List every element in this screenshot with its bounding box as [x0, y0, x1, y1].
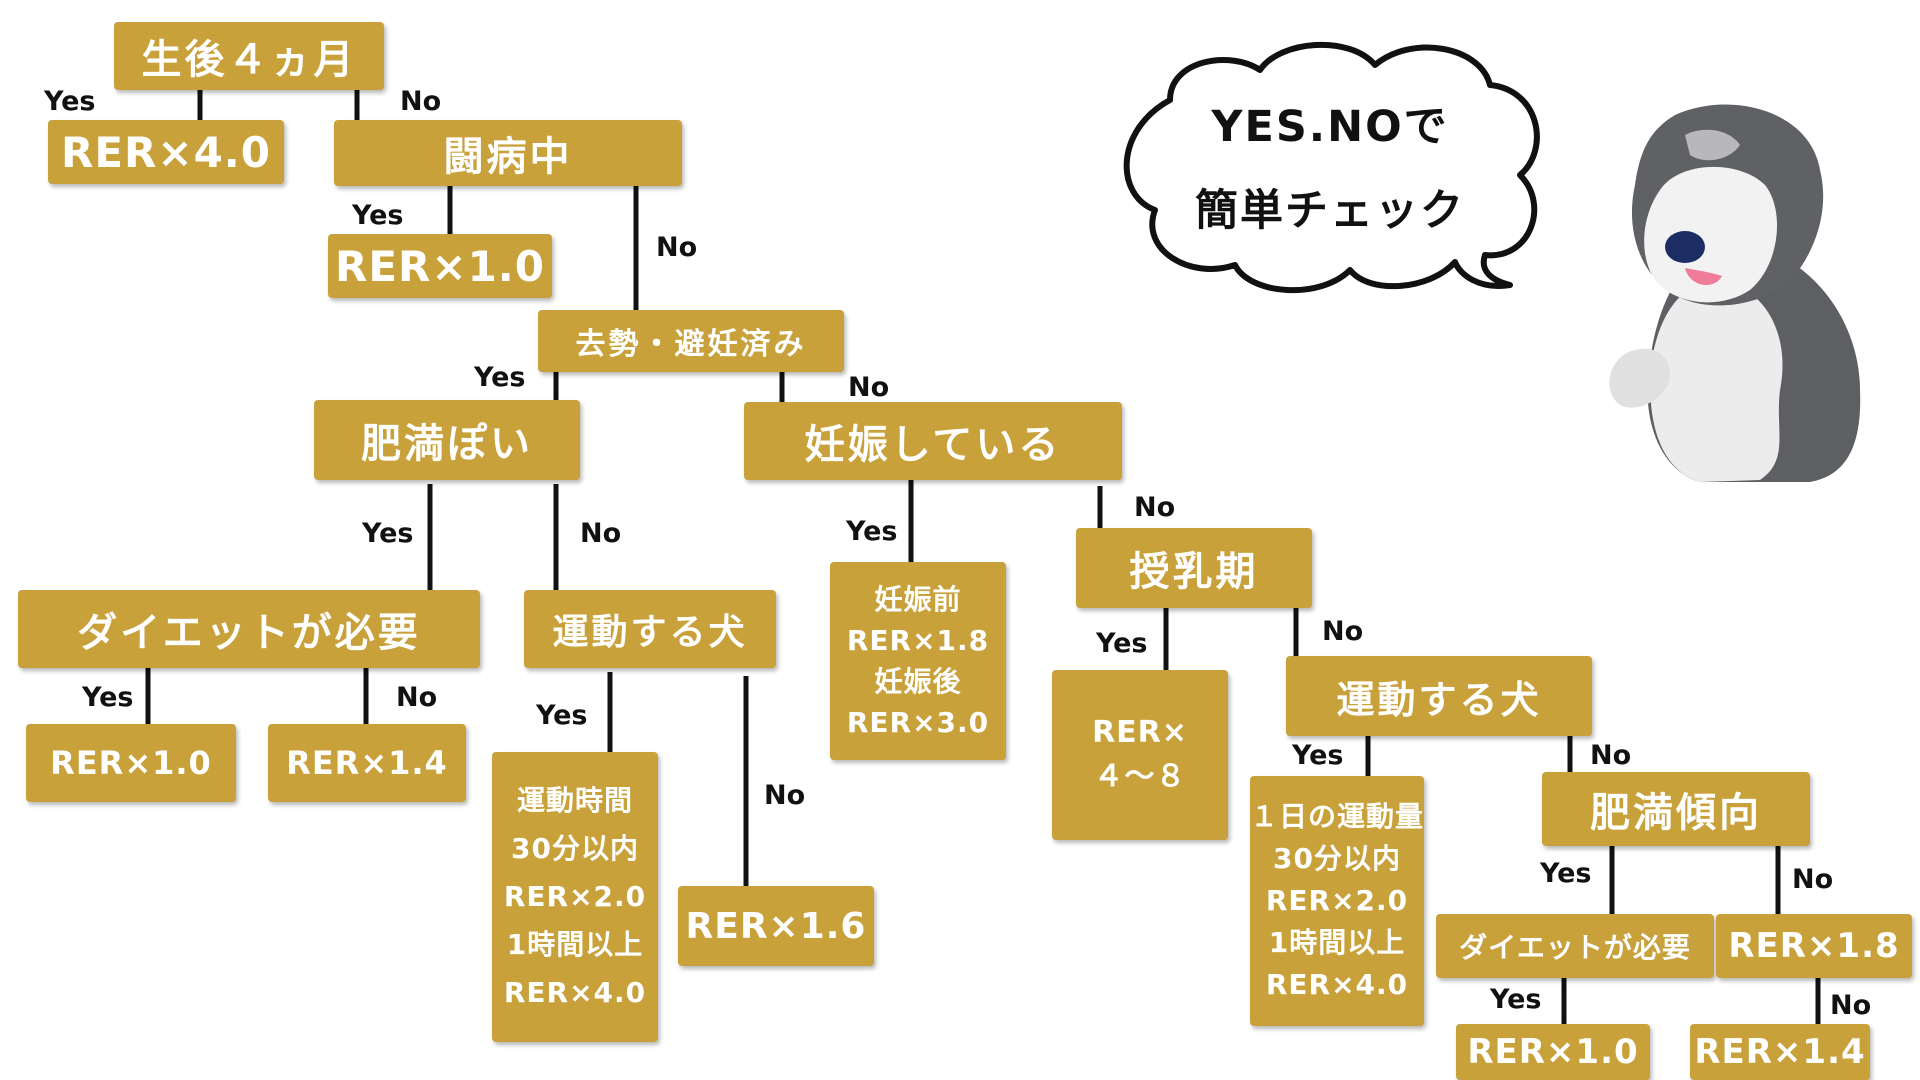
label-exercise-yes: Yes [536, 700, 588, 731]
label-lactating-no: No [1322, 616, 1364, 647]
node-illness: 闘病中 [334, 120, 682, 186]
node-diet-needed: ダイエットが必要 [18, 590, 480, 668]
node-diet-2-yes-result: RER×1.0 [1456, 1024, 1650, 1080]
node-diet-no-result: RER×1.4 [268, 724, 466, 802]
label-neutered-yes: Yes [474, 362, 526, 393]
label-diet-no: No [396, 682, 438, 713]
label-pregnant-yes: Yes [846, 516, 898, 547]
node-exercise-2: 運動する犬 [1286, 656, 1592, 736]
node-obese: 肥満ぽい [314, 400, 580, 480]
label-obesity-no-no: No [1830, 990, 1872, 1021]
node-obesity-tendency: 肥満傾向 [1542, 772, 1810, 846]
label-exercise-2-yes: Yes [1292, 740, 1344, 771]
label-diet-yes: Yes [82, 682, 134, 713]
node-exercise: 運動する犬 [524, 590, 776, 668]
node-pregnant: 妊娠している [744, 402, 1122, 480]
node-lactating-yes-result: RER× ４～８ [1052, 670, 1228, 840]
node-pregnant-yes-result: 妊娠前 RER×1.8 妊娠後 RER×3.0 [830, 562, 1006, 760]
node-obesity-no-no-result: RER×1.4 [1690, 1024, 1870, 1080]
node-diet-yes-result: RER×1.0 [26, 724, 236, 802]
label-obese-yes: Yes [362, 518, 414, 549]
label-illness-no: No [656, 232, 698, 263]
label-age-no: No [400, 86, 442, 117]
label-obese-no: No [580, 518, 622, 549]
node-diet-needed-2: ダイエットが必要 [1436, 914, 1714, 978]
node-lactating: 授乳期 [1076, 528, 1312, 608]
node-age-4-months: 生後４ヵ月 [114, 22, 384, 90]
label-pregnant-no: No [1134, 492, 1176, 523]
node-exercise-2-yes-result: １日の運動量 30分以内 RER×2.0 1時間以上 RER×4.0 [1250, 776, 1424, 1026]
label-exercise-2-no: No [1590, 740, 1632, 771]
label-exercise-no: No [764, 780, 806, 811]
label-diet-2-yes: Yes [1490, 984, 1542, 1015]
speech-bubble [1123, 41, 1540, 294]
bubble-line-1: YES.NOで [1211, 102, 1449, 152]
bubble-line-2: 簡単チェック [1195, 186, 1465, 236]
node-obesity-no-result: RER×1.8 [1716, 914, 1912, 978]
label-lactating-yes: Yes [1096, 628, 1148, 659]
node-exercise-no-result: RER×1.6 [678, 886, 874, 966]
node-illness-yes-result: RER×1.0 [328, 234, 552, 298]
node-neutered: 去勢・避妊済み [538, 310, 844, 372]
label-obesity-no: No [1792, 864, 1834, 895]
sheepdog-illustration [1609, 104, 1861, 482]
label-obesity-yes: Yes [1540, 858, 1592, 889]
node-exercise-yes-result: 運動時間 30分以内 RER×2.0 1時間以上 RER×4.0 [492, 752, 658, 1042]
label-neutered-no: No [848, 372, 890, 403]
label-illness-yes: Yes [352, 200, 404, 231]
label-age-yes: Yes [44, 86, 96, 117]
node-age-yes-result: RER×4.0 [48, 120, 284, 184]
